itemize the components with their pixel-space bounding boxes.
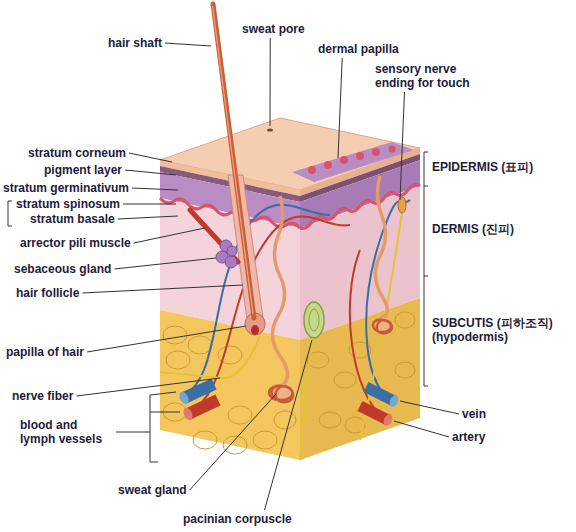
dermal-boundary [160, 198, 300, 228]
fat-cell [253, 431, 277, 449]
artery-end [182, 406, 195, 421]
papilla-bump [308, 166, 316, 174]
leader-line [118, 216, 178, 219]
leader-line [114, 258, 216, 269]
fat-cell [193, 431, 217, 449]
papilla-bump [389, 146, 396, 153]
pacinian-corpuscle [304, 302, 324, 338]
hair-highlight [213, 6, 254, 314]
part-label: sweat gland [118, 483, 187, 497]
dermal-boundary [300, 185, 420, 229]
layer-label: SUBCUTIS (피하조직) (hypodermis) [432, 316, 572, 344]
leader-line [270, 38, 271, 126]
part-label: dermal papilla [318, 42, 399, 56]
leader-line [165, 43, 211, 46]
layer-label: DERMIS (진피) [432, 222, 514, 236]
fat-cell [223, 436, 247, 454]
sweat-gland [269, 386, 293, 402]
leader-line [134, 228, 205, 243]
sweat-duct [375, 176, 387, 318]
part-label: sensory nerve ending for touch [375, 62, 493, 90]
papilla-bump [324, 161, 332, 169]
leader-line [129, 153, 172, 162]
fat-cell [334, 372, 356, 388]
part-label: stratum corneum [28, 146, 126, 160]
vein-end [388, 394, 400, 408]
leader-line [82, 285, 243, 293]
papilla-bump [356, 152, 364, 160]
gland-lobe [227, 246, 237, 256]
layer-bracket [8, 201, 12, 226]
part-label: hair follicle [16, 286, 79, 300]
artery-tube [188, 400, 218, 414]
vein-tube [366, 387, 394, 401]
fat-cell [395, 312, 415, 328]
fat-cell [274, 411, 296, 429]
leader-line [190, 394, 276, 490]
fat-cell [188, 336, 212, 354]
vessel-bracket [116, 392, 180, 462]
nerve-fiber [300, 338, 312, 460]
part-label: pacinian corpuscle [183, 512, 292, 526]
layer-label: EPIDERMIS (표피) [432, 160, 533, 174]
nerve-fiber [360, 212, 402, 440]
part-label: artery [452, 430, 485, 444]
part-label: papilla of hair [6, 345, 84, 359]
fat-cell [395, 362, 415, 378]
part-label: stratum basale [30, 212, 115, 226]
vein-tube [184, 384, 214, 398]
part-label: nerve fiber [12, 389, 73, 403]
leader-line [400, 401, 459, 414]
leader-line [265, 340, 312, 510]
hair-papilla [251, 325, 259, 335]
part-label: sweat pore [242, 22, 305, 36]
layer-bracket [424, 152, 428, 386]
touch-receptor [398, 197, 406, 213]
leader-line [76, 378, 220, 396]
sweat-pore [267, 128, 273, 131]
artery-tube [360, 406, 388, 420]
fat-cell [166, 351, 190, 369]
leader-line [394, 421, 449, 437]
leader-line [400, 92, 405, 200]
leader-line [87, 326, 246, 352]
fat-cell [228, 406, 252, 424]
part-label: stratum spinosum [16, 197, 120, 211]
leader-line [338, 58, 342, 158]
papilla-bump [372, 148, 380, 156]
corpuscle-layer [309, 309, 319, 331]
leader-line [123, 204, 176, 205]
part-label: stratum germinativum [3, 181, 129, 195]
leader-line [132, 188, 178, 190]
fat-cell [163, 326, 187, 344]
part-label: vein [462, 407, 486, 421]
part-label: arrector pili muscle [20, 236, 131, 250]
skin-block [160, 118, 420, 460]
sebaceous-gland [216, 240, 237, 268]
sweat-duct [272, 196, 287, 386]
sweat-gland [373, 320, 392, 333]
part-label: sebaceous gland [14, 262, 111, 276]
gland-lobe [225, 256, 237, 268]
part-label: hair shaft [108, 36, 162, 50]
artery-end [382, 413, 394, 427]
papilla-bump [340, 156, 348, 164]
vein-end [178, 390, 191, 405]
fat-cell [319, 412, 341, 428]
part-label: blood and lymph vessels [20, 418, 112, 446]
leader-line [125, 170, 176, 175]
hair-shaft [213, 4, 254, 318]
arrector-pili [190, 210, 238, 262]
part-label: pigment layer [44, 163, 122, 177]
